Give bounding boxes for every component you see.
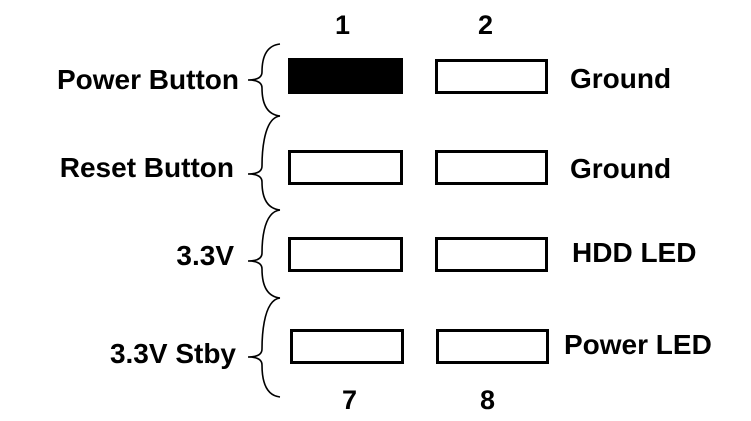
pin-2 — [435, 59, 548, 94]
label-3-3v: 3.3V — [176, 240, 234, 271]
brace-row-1 — [247, 43, 281, 117]
pin-4 — [435, 150, 548, 185]
label-reset-button: Reset Button — [59, 152, 234, 183]
label-hdd-led: HDD LED — [572, 237, 697, 268]
pin-8 — [436, 329, 549, 364]
brace-row-3 — [247, 209, 281, 299]
pin-number-1: 1 — [335, 10, 351, 40]
pin-number-8: 8 — [480, 385, 496, 415]
brace-row-2 — [247, 115, 281, 211]
label-3-3v-stby: 3.3V Stby — [109, 338, 236, 369]
pin-number-2: 2 — [478, 10, 494, 40]
pin-7 — [290, 329, 404, 364]
label-ground-1: Ground — [570, 63, 672, 94]
brace-row-4 — [247, 297, 281, 398]
pin-1 — [288, 58, 403, 94]
label-power-button: Power Button — [57, 64, 239, 95]
pin-6 — [435, 237, 548, 272]
pin-5 — [288, 237, 403, 272]
label-power-led: Power LED — [564, 329, 712, 360]
label-ground-2: Ground — [570, 153, 672, 184]
pin-number-7: 7 — [342, 385, 358, 415]
pin-3 — [288, 150, 403, 185]
